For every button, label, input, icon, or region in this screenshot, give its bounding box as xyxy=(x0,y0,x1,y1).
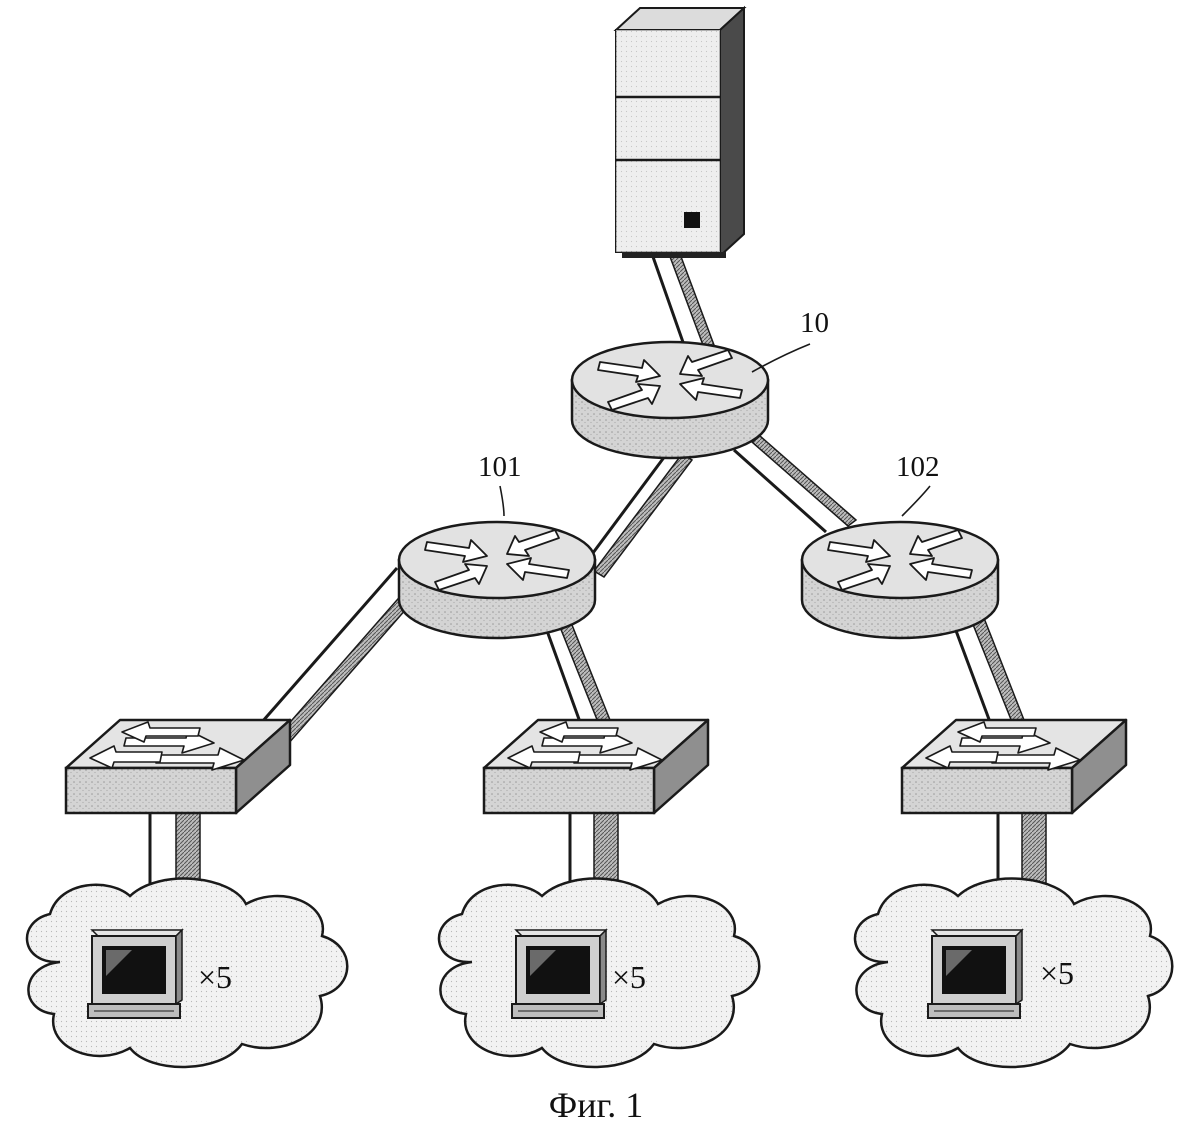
link-core-router102 xyxy=(734,436,856,532)
host-count-label: ×5 xyxy=(612,959,646,995)
computer-icon xyxy=(512,930,606,1018)
router-102-icon xyxy=(802,522,998,638)
host-count-label: ×5 xyxy=(198,959,232,995)
computer-icon xyxy=(88,930,182,1018)
switch-left-icon xyxy=(66,720,290,813)
host-cloud-left: ×5 xyxy=(27,879,347,1067)
computer-icon xyxy=(928,930,1022,1018)
figure-caption: Фиг. 1 xyxy=(0,1084,1192,1124)
switch-mid-icon xyxy=(484,720,708,813)
host-count-label: ×5 xyxy=(1040,955,1074,991)
switch-right-icon xyxy=(902,720,1126,813)
link-router102-switch-right xyxy=(955,618,1024,722)
link-router101-switch-mid xyxy=(546,620,610,722)
leader-line-core-router xyxy=(752,344,810,372)
core-router-icon xyxy=(572,342,768,458)
router-101-icon xyxy=(399,522,595,638)
label-core-router: 10 xyxy=(800,307,829,339)
link-server-core xyxy=(652,254,714,345)
label-router-101: 101 xyxy=(478,451,522,483)
leader-line-router-101 xyxy=(500,486,504,516)
link-core-router101 xyxy=(584,452,692,577)
leader-line-router-102 xyxy=(902,486,930,516)
host-cloud-right: ×5 xyxy=(855,879,1172,1067)
host-cloud-mid: ×5 xyxy=(439,879,759,1067)
server-icon xyxy=(616,8,744,258)
label-router-102: 102 xyxy=(896,451,940,483)
link-router101-switch-left xyxy=(262,568,414,744)
